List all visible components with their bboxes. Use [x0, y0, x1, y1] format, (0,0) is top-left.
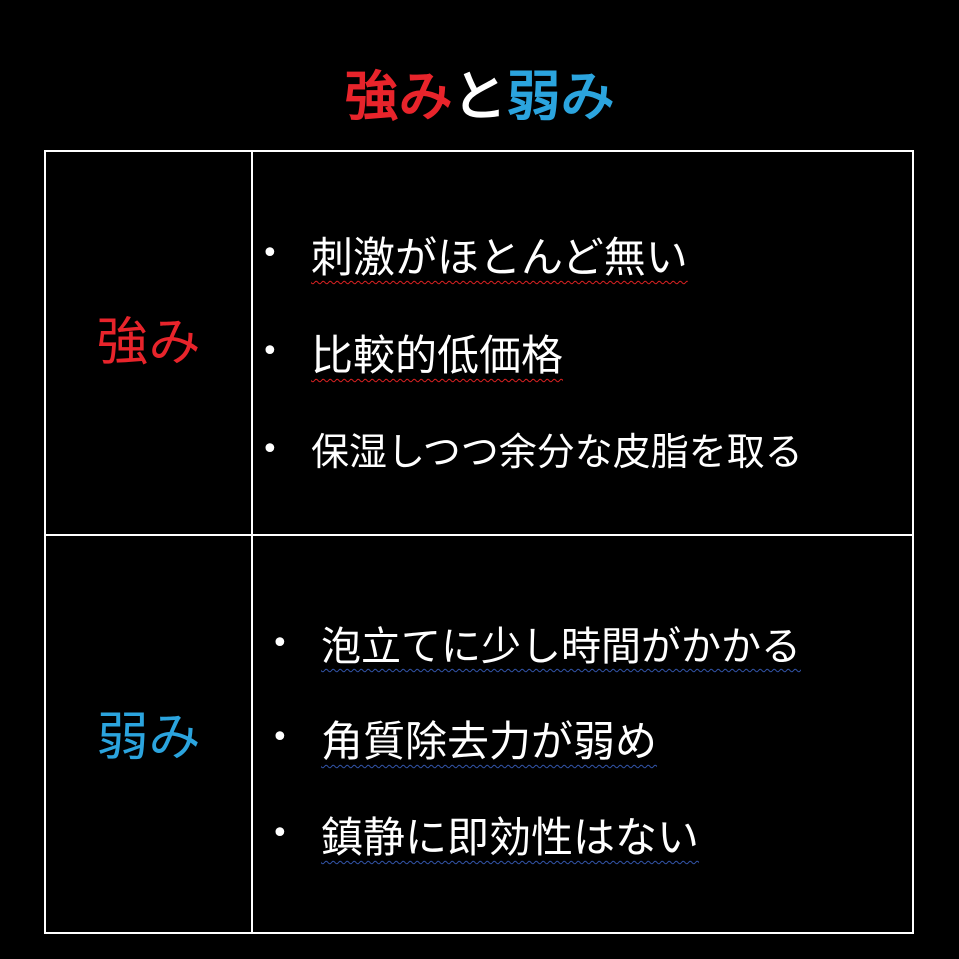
title-and: と — [452, 65, 507, 128]
weaknesses-list: 泡立てに少し時間がかかる 角質除去力が弱め 鎮静に即効性はない — [271, 627, 801, 859]
strengths-list: 刺激がほとんど無い 比較的低価格 保湿しつつ余分な皮脂を取る — [261, 237, 803, 472]
strengths-label: 強み — [96, 313, 201, 373]
list-item: 刺激がほとんど無い — [261, 237, 803, 279]
weaknesses-label: 弱み — [96, 708, 201, 768]
list-item: 比較的低価格 — [261, 335, 803, 377]
list-item: 泡立てに少し時間がかかる — [271, 627, 801, 667]
row-divider — [46, 534, 912, 536]
list-item: 鎮静に即効性はない — [271, 817, 801, 859]
title-weakness: 弱み — [506, 65, 615, 128]
page-title: 強みと弱み — [0, 70, 959, 124]
list-item: 保湿しつつ余分な皮脂を取る — [261, 433, 803, 471]
strengths-weaknesses-table: 強み 刺激がほとんど無い 比較的低価格 保湿しつつ余分な皮脂を取る 弱み 泡立て… — [44, 150, 914, 934]
title-strength: 強み — [344, 65, 453, 128]
list-item: 角質除去力が弱め — [271, 721, 801, 763]
column-divider — [251, 152, 253, 932]
